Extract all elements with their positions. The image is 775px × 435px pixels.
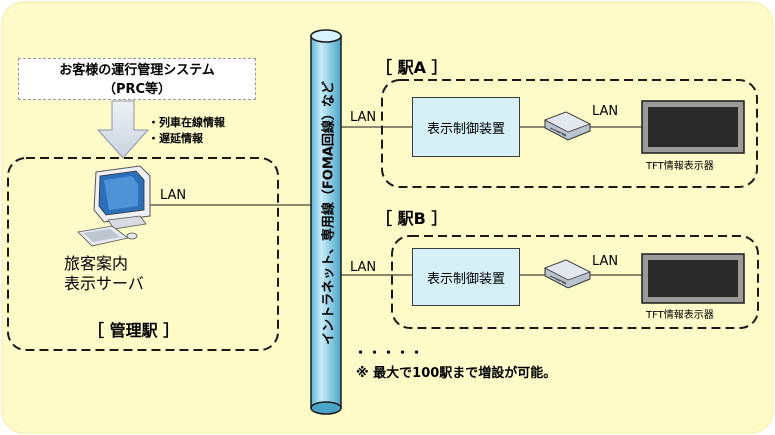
station-a-controller: 表示制御装置	[412, 97, 520, 157]
station-b-region	[391, 235, 759, 329]
station-a-lan-right: LAN	[592, 104, 619, 119]
system-name: お客様の運行管理システム	[59, 63, 215, 78]
down-arrow	[96, 100, 150, 159]
server-name-line1: 旅客案内	[64, 254, 129, 273]
tft-display-icon-b	[641, 253, 745, 304]
station-b-lan-left: LAN	[350, 260, 377, 275]
info-bullet-train-position: ・列車在線情報	[148, 116, 225, 129]
station-b-controller: 表示制御装置	[412, 248, 520, 306]
server-name-line2: 表示サーバ	[64, 274, 144, 293]
station-a-region	[381, 79, 758, 188]
station-a-lan-left: LAN	[350, 110, 377, 125]
info-bullet-delay: ・遅延情報	[148, 132, 203, 145]
station-b-display-label: TFT情報表示器	[646, 310, 714, 321]
mgmt-lan-label: LAN	[160, 188, 187, 203]
station-b-title: ［ 駅B ］	[376, 209, 448, 228]
system-example: （PRC等）	[102, 82, 172, 97]
mgmt-station-region	[7, 157, 279, 351]
station-b-lan-right: LAN	[592, 254, 619, 269]
tft-display-icon-a	[641, 100, 745, 154]
computer-icon	[77, 165, 151, 247]
station-a-title: ［ 駅A ］	[376, 58, 448, 77]
operation-management-system-box: お客様の運行管理システム （PRC等）	[18, 58, 256, 100]
network-pipe	[310, 29, 342, 415]
more-stations-dots: ・・・・・	[354, 346, 425, 361]
expansion-note: ※ 最大で100駅まで増設が可能。	[356, 366, 557, 381]
network-label: イントラネット、専用線（FOMA回線）など	[321, 81, 337, 345]
station-a-display-label: TFT情報表示器	[646, 161, 714, 172]
mgmt-station-title: ［ 管理駅 ］	[88, 321, 180, 340]
network-hub-icon-a	[544, 111, 592, 141]
network-hub-icon-b	[544, 259, 592, 289]
